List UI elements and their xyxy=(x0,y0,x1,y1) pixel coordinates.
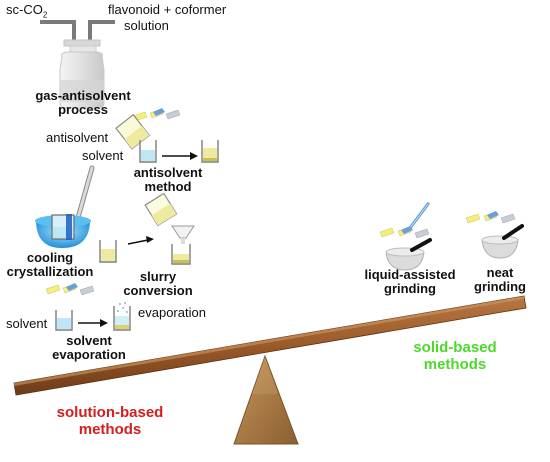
solution-label: solution xyxy=(124,18,169,33)
ice-bath-icon xyxy=(35,214,91,248)
crystals-icon xyxy=(465,211,516,224)
arrow-icon xyxy=(162,152,198,160)
pipette-icon xyxy=(408,202,430,230)
balance-plank-icon xyxy=(13,295,527,396)
mortar-pestle-icon xyxy=(385,238,432,271)
beaker-icon xyxy=(99,240,117,263)
antisolvent-method-title: antisolvent method xyxy=(133,165,203,195)
solvent-evaporation-title: solvent evaporation xyxy=(52,333,126,363)
neat-grinding-title: neat grinding xyxy=(474,265,526,295)
arrow-icon xyxy=(78,319,108,327)
beaker-icon xyxy=(201,140,219,163)
flavonoid-coformer-label: flavonoid + coformer xyxy=(108,2,227,17)
beaker-icon xyxy=(144,192,178,227)
crystals-icon xyxy=(45,283,95,296)
beaker-icon xyxy=(113,302,131,331)
beaker-icon xyxy=(139,140,157,163)
sc-co2-label: sc-CO2 xyxy=(6,2,48,20)
evaporation-label: evaporation xyxy=(138,305,206,320)
gas-antisolvent-title: gas-antisolvent process xyxy=(35,88,131,118)
mortar-pestle-icon xyxy=(481,224,524,259)
beaker-icon xyxy=(55,310,73,331)
crystals-icon xyxy=(379,226,430,239)
liquid-assisted-grinding-title: liquid-assisted grinding xyxy=(364,267,456,297)
slurry-conversion-title: slurry conversion xyxy=(123,269,193,299)
fulcrum-icon xyxy=(233,354,299,445)
solution-based-methods-label: solution-based methods xyxy=(56,404,164,438)
reactor-vessel-icon xyxy=(40,20,115,109)
solvent-label-bottom: solvent xyxy=(6,316,48,331)
beaker-icon xyxy=(171,244,191,265)
funnel-icon xyxy=(171,225,195,244)
solid-based-methods-label: solid-based methods xyxy=(413,339,497,373)
solvent-label-top: solvent xyxy=(82,148,124,163)
cooling-crystallization-title: cooling crystallization xyxy=(6,250,94,280)
crystals-icon xyxy=(132,108,181,122)
antisolvent-label: antisolvent xyxy=(46,130,109,145)
beaker-icon xyxy=(115,113,151,150)
arrow-icon xyxy=(127,236,154,245)
